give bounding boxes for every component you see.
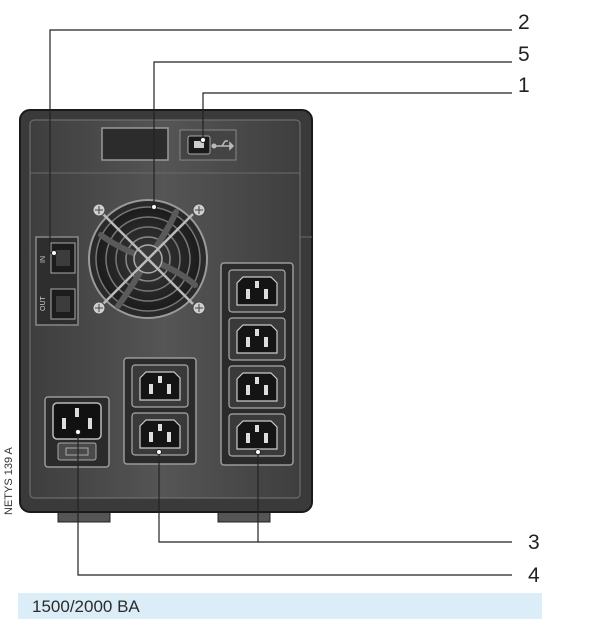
output-socket	[131, 412, 189, 456]
callout-3: 3	[528, 531, 540, 554]
output-socket	[228, 413, 286, 457]
callout-leaders	[49, 29, 512, 576]
callout-1: 1	[518, 74, 530, 97]
data-line-protection: IN OUT	[35, 236, 79, 326]
caption-bar: 1500/2000 BA	[18, 593, 542, 619]
callout-5: 5	[518, 43, 530, 66]
cooling-fan	[88, 199, 208, 319]
leader-4	[77, 432, 512, 576]
callout-2: 2	[518, 11, 530, 34]
port-label-in: IN	[40, 256, 47, 263]
output-socket	[228, 317, 286, 361]
communication-slot	[101, 127, 169, 161]
output-socket	[228, 269, 286, 313]
leader-5	[153, 61, 512, 207]
caption-text: 1500/2000 BA	[32, 597, 140, 616]
output-socket	[228, 365, 286, 409]
leader-3	[158, 452, 512, 543]
figure-reference-code: NETYS 139 A	[3, 446, 15, 515]
port-label-out: OUT	[40, 296, 47, 312]
callout-anchor-dots	[51, 137, 261, 455]
leader-1	[202, 92, 512, 140]
output-socket	[131, 364, 189, 408]
usb-icon	[211, 140, 235, 151]
fan-guard-cross	[102, 213, 194, 305]
callout-4: 4	[528, 564, 540, 587]
usb-port-tongue	[194, 141, 204, 148]
inlet-socket	[52, 402, 102, 440]
top-connectors	[101, 127, 237, 161]
fuse-holder	[57, 442, 97, 461]
